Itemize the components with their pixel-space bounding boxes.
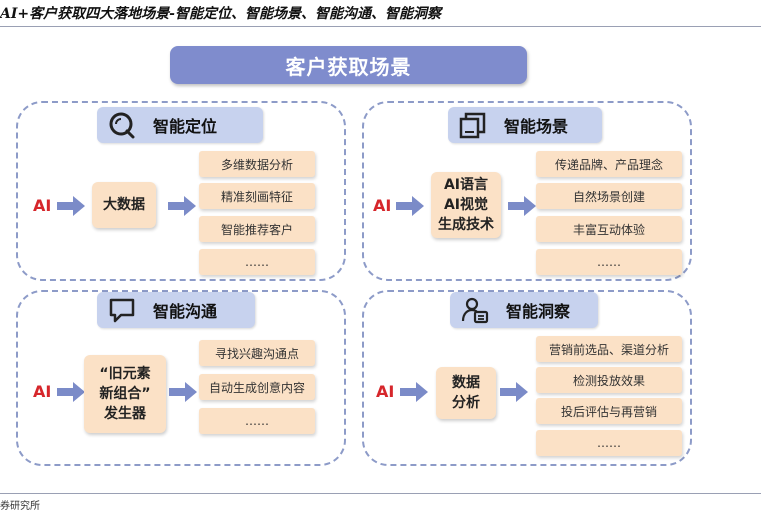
item-scenario-1: 传递品牌、产品理念 [536,151,682,177]
arrow-right-icon [400,382,428,402]
search-chat-icon [107,110,137,140]
arrow-right-icon [500,382,528,402]
quadrant-positioning [16,101,346,281]
item-scenario-3: 丰富互动体验 [536,216,682,242]
quadrant-communication-header: 智能沟通 [97,292,255,328]
arrow-right-icon [168,196,196,216]
item-insight-1: 营销前选品、渠道分析 [536,336,682,362]
item-insight-4: …… [536,430,682,456]
item-positioning-4: …… [199,249,315,275]
ai-label-scenario: AI [373,196,392,215]
item-insight-2: 检测投放效果 [536,367,682,393]
quadrant-communication [16,290,346,466]
item-positioning-1: 多维数据分析 [199,151,315,177]
item-communication-2: 自动生成创意内容 [199,374,315,400]
quadrant-insight [362,290,692,466]
ai-label-communication: AI [33,382,52,401]
center-box-scenario: AI语言 AI视觉 生成技术 [431,172,501,238]
speech-bubble-icon [107,295,137,325]
item-scenario-2: 自然场景创建 [536,183,682,209]
top-rule [0,26,761,27]
user-card-icon [460,295,490,325]
arrow-right-icon [57,196,85,216]
center-box-communication: “旧元素 新组合” 发生器 [84,355,166,433]
quadrant-scenario-title: 智能场景 [504,117,569,136]
quadrant-positioning-title: 智能定位 [153,117,218,136]
ai-label-positioning: AI [33,196,52,215]
item-communication-1: 寻找兴趣沟通点 [199,340,315,366]
arrow-right-icon [508,196,536,216]
center-box-positioning: 大数据 [92,182,156,228]
arrow-right-icon [169,382,197,402]
bottom-rule [0,493,761,494]
quadrant-positioning-header: 智能定位 [97,107,263,143]
center-box-insight: 数据 分析 [436,367,496,419]
quadrant-communication-title: 智能沟通 [153,302,218,321]
quadrant-insight-title: 智能洞察 [506,302,571,321]
arrow-right-icon [396,196,424,216]
item-insight-3: 投后评估与再营销 [536,398,682,424]
quadrant-scenario [362,101,692,281]
footer-source: 券研究所 [0,501,40,511]
ai-label-insight: AI [376,382,395,401]
main-header: 客户获取场景 [170,46,527,84]
item-positioning-2: 精准刻画特征 [199,183,315,209]
layered-screens-icon [458,110,488,140]
item-communication-3: …… [199,408,315,434]
quadrant-scenario-header: 智能场景 [448,107,602,143]
arrow-right-icon [57,382,85,402]
quadrant-insight-header: 智能洞察 [450,292,598,328]
page-title: AI+客户获取四大落地场景-智能定位、智能场景、智能沟通、智能洞察 [0,6,441,22]
item-scenario-4: …… [536,249,682,275]
item-positioning-3: 智能推荐客户 [199,216,315,242]
